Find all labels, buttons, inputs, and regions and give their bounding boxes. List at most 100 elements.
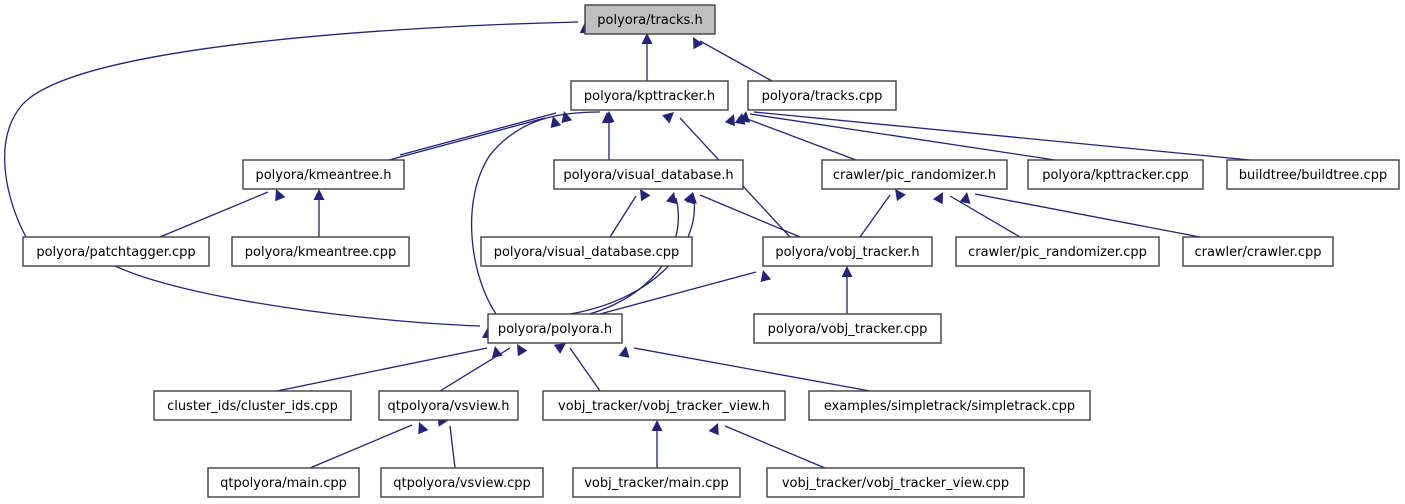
node-label: polyora/patchtagger.cpp	[36, 245, 195, 260]
node-crawler_cpp[interactable]: crawler/crawler.cpp	[1182, 236, 1334, 267]
node-label: vobj_tracker/vobj_tracker_view.h	[558, 399, 770, 414]
arrowhead-icon	[313, 189, 325, 200]
edge-pic_randomizer_cpp-to-pic_randomizer_h	[932, 192, 1021, 238]
edge-line	[159, 191, 269, 238]
node-label: crawler/pic_randomizer.h	[833, 168, 996, 183]
arrowhead-icon	[760, 270, 772, 283]
edge-line	[741, 116, 857, 161]
node-box[interactable]	[808, 390, 1091, 421]
node-box[interactable]	[572, 467, 741, 498]
edge-patchtagger_cpp-to-polyora_h	[114, 265, 493, 339]
edge-simpletrack_cpp-to-polyora_h	[618, 346, 871, 392]
edge-vsview_h-to-polyora_h	[439, 344, 528, 392]
arrowhead-icon	[641, 33, 653, 44]
node-box[interactable]	[747, 80, 897, 111]
node-box[interactable]	[22, 236, 210, 267]
edge-kmeantree_cpp-to-kmeantree_h	[313, 189, 325, 237]
node-box[interactable]	[207, 467, 360, 498]
node-box[interactable]	[1027, 159, 1204, 190]
node-pic_randomizer_h[interactable]: crawler/pic_randomizer.h	[821, 159, 1008, 190]
node-box[interactable]	[553, 159, 744, 190]
edge-line	[309, 424, 413, 469]
arrowhead-icon	[418, 422, 429, 435]
node-vobj_tracker_view_h[interactable]: vobj_tracker/vobj_tracker_view.h	[542, 390, 786, 421]
edge-line	[724, 425, 826, 469]
edge-line	[276, 347, 488, 392]
node-label: buildtree/buildtree.cpp	[1239, 168, 1387, 183]
node-visual_database_cpp[interactable]: polyora/visual_database.cpp	[480, 236, 693, 267]
node-box[interactable]	[542, 390, 786, 421]
edge-kmeantree_h-to-kpttracker_h	[399, 111, 573, 156]
node-box[interactable]	[487, 313, 623, 344]
edge-line	[399, 112, 557, 156]
node-label: vobj_tracker/main.cpp	[584, 476, 729, 491]
edge-polyora_h-to-vobj_tracker_h	[599, 270, 772, 315]
node-box[interactable]	[231, 236, 410, 267]
node-box[interactable]	[380, 467, 544, 498]
node-cluster_ids_cpp[interactable]: cluster_ids/cluster_ids.cpp	[153, 390, 352, 421]
node-box[interactable]	[1226, 159, 1400, 190]
node-box[interactable]	[762, 236, 933, 267]
node-pic_randomizer_cpp[interactable]: crawler/pic_randomizer.cpp	[955, 236, 1160, 267]
node-tracks_h[interactable]: polyora/tracks.h	[584, 4, 716, 35]
node-box[interactable]	[584, 4, 716, 35]
node-label: polyora/tracks.h	[597, 13, 702, 28]
edge-polyora_h-to-kpttracker_h	[470, 111, 613, 315]
edge-vobj_tracker_view_cpp-to-vobj_tracker_view_h	[708, 423, 826, 469]
edge-polyora_h-to-visual_database_h	[569, 192, 697, 315]
node-buildtree_cpp[interactable]: buildtree/buildtree.cpp	[1226, 159, 1400, 190]
arrowhead-icon	[491, 346, 503, 358]
node-label: polyora/visual_database.h	[563, 168, 733, 183]
node-polyora_h[interactable]: polyora/polyora.h	[487, 313, 623, 344]
node-vobj_tracker_cpp[interactable]: polyora/vobj_tracker.cpp	[753, 313, 942, 344]
node-label: polyora/kpttracker.cpp	[1042, 168, 1189, 183]
node-box[interactable]	[1182, 236, 1334, 267]
edge-kpttracker_h-to-tracks_h	[641, 33, 653, 81]
edge-line	[699, 40, 773, 82]
node-label: polyora/visual_database.cpp	[494, 245, 680, 260]
node-box[interactable]	[570, 80, 729, 111]
node-label: polyora/vobj_tracker.h	[775, 245, 919, 260]
node-vobj_tracker_h[interactable]: polyora/vobj_tracker.h	[762, 236, 933, 267]
node-kpttracker_h[interactable]: polyora/kpttracker.h	[570, 80, 729, 111]
edge-kmeantree_h-to-kpttracker_h	[388, 116, 562, 161]
arrowhead-icon	[739, 111, 751, 123]
edge-vobj_tracker_h-to-pic_randomizer_h	[859, 189, 906, 238]
node-box[interactable]	[821, 159, 1008, 190]
edge-line	[949, 195, 1021, 238]
arrowhead-icon	[618, 346, 630, 358]
node-visual_database_h[interactable]: polyora/visual_database.h	[553, 159, 744, 190]
node-vobj_tracker_view_cpp[interactable]: vobj_tracker/vobj_tracker_view.cpp	[766, 467, 1025, 498]
node-box[interactable]	[753, 313, 942, 344]
edge-tracks_cpp-to-tracks_h	[693, 37, 773, 82]
arrowhead-icon	[561, 111, 573, 124]
node-box[interactable]	[480, 236, 693, 267]
node-simpletrack_cpp[interactable]: examples/simpletrack/simpletrack.cpp	[808, 390, 1091, 421]
edge-buildtree_cpp-to-kpttracker_h	[739, 111, 1251, 161]
node-box[interactable]	[378, 390, 519, 421]
node-qt_main_cpp[interactable]: qtpolyora/main.cpp	[207, 467, 360, 498]
node-kmeantree_h[interactable]: polyora/kmeantree.h	[242, 159, 405, 190]
edge-line	[114, 265, 481, 327]
arrowhead-icon	[651, 420, 663, 431]
node-vt_main_cpp[interactable]: vobj_tracker/main.cpp	[572, 467, 741, 498]
node-label: cluster_ids/cluster_ids.cpp	[167, 399, 338, 414]
edge-line	[699, 194, 801, 238]
node-kmeantree_cpp[interactable]: polyora/kmeantree.cpp	[231, 236, 410, 267]
node-vsview_h[interactable]: qtpolyora/vsview.h	[378, 390, 519, 421]
node-box[interactable]	[766, 467, 1025, 498]
node-tracks_cpp[interactable]: polyora/tracks.cpp	[747, 80, 897, 111]
edge-vobj_tracker_cpp-to-vobj_tracker_h	[841, 266, 853, 314]
node-kpttracker_cpp[interactable]: polyora/kpttracker.cpp	[1027, 159, 1204, 190]
edge-line	[609, 195, 637, 238]
node-box[interactable]	[242, 159, 405, 190]
node-box[interactable]	[955, 236, 1160, 267]
node-vsview_cpp[interactable]: qtpolyora/vsview.cpp	[380, 467, 544, 498]
arrowhead-icon	[708, 423, 719, 436]
node-label: polyora/vobj_tracker.cpp	[768, 322, 928, 337]
edge-line	[449, 425, 456, 469]
node-box[interactable]	[153, 390, 352, 421]
node-patchtagger_cpp[interactable]: polyora/patchtagger.cpp	[22, 236, 210, 267]
